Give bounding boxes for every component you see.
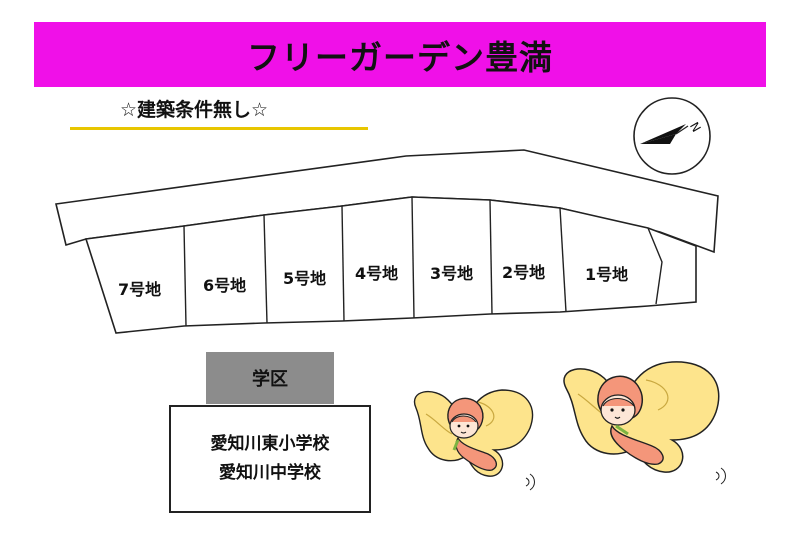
lot-label-1: 1号地 bbox=[585, 265, 629, 284]
compass-north-arrow-icon: N bbox=[633, 97, 711, 175]
lot-label-3: 3号地 bbox=[430, 264, 474, 283]
lot-divider bbox=[489, 199, 493, 315]
school-district-label: 学区 bbox=[252, 369, 288, 390]
lot-divider bbox=[341, 205, 345, 322]
lot-label-6: 6号地 bbox=[203, 276, 247, 295]
subtitle-underline bbox=[70, 127, 368, 130]
lot-divider bbox=[263, 214, 268, 324]
title-banner: フリーガーデン豊満 bbox=[34, 22, 766, 87]
lot-divider bbox=[411, 196, 415, 319]
lot-divider bbox=[647, 227, 663, 305]
lot-label-5: 5号地 bbox=[283, 269, 327, 288]
lot-label-2: 2号地 bbox=[502, 263, 546, 282]
lot-divider bbox=[183, 225, 187, 327]
junior-high-school-name: 愛知川中学校 bbox=[219, 463, 321, 483]
subtitle-no-building-conditions: ☆建築条件無し☆ bbox=[120, 99, 269, 121]
lot-label-7: 7号地 bbox=[118, 280, 162, 299]
page-title: フリーガーデン豊満 bbox=[247, 37, 553, 77]
school-district-header: 学区 bbox=[206, 352, 334, 404]
lot-divider bbox=[559, 207, 567, 313]
elementary-school-name: 愛知川東小学校 bbox=[210, 434, 330, 454]
fairy-illustration bbox=[563, 361, 726, 485]
lot-label-4: 4号地 bbox=[355, 264, 399, 283]
school-district-box: 愛知川東小学校 愛知川中学校 bbox=[169, 405, 371, 513]
fairy-illustration bbox=[413, 389, 535, 491]
